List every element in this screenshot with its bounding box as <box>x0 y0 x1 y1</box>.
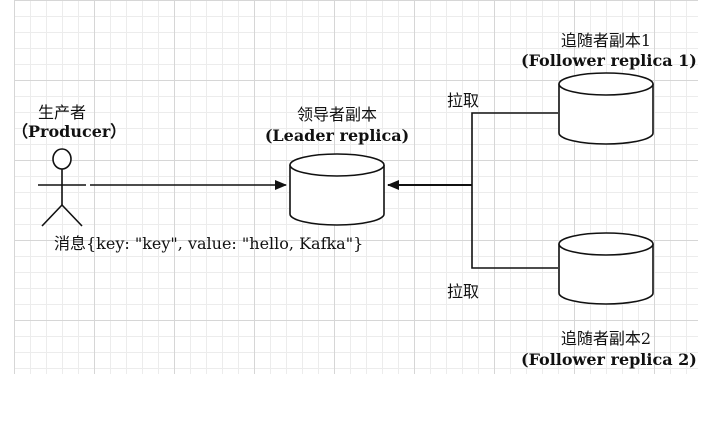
follower-1-label-en: (Follower replica 1) <box>521 51 697 70</box>
leader-label-cn: 领导者副本 <box>296 105 377 124</box>
producer-stick-figure <box>38 148 86 227</box>
follower-2-label-cn: 追随者副本2 <box>560 329 652 348</box>
pull-connectors <box>471 112 558 269</box>
follower-replica-1-cylinder <box>558 72 654 145</box>
follower-replica-2-cylinder <box>558 232 654 305</box>
leader-replica-cylinder <box>289 153 385 226</box>
follower-2-label-en: (Follower replica 2) <box>521 350 697 369</box>
pull-label-top: 拉取 <box>447 91 480 110</box>
message-label: 消息{key: "key", value: "hello, Kafka"} <box>54 234 364 253</box>
pull-label-bottom: 拉取 <box>447 282 480 301</box>
leader-label-en: (Leader replica) <box>264 126 410 145</box>
follower-1-label-cn: 追随者副本1 <box>560 31 652 50</box>
producer-label-cn: 生产者 <box>37 103 86 122</box>
producer-label-en: （Producer） <box>12 122 127 141</box>
